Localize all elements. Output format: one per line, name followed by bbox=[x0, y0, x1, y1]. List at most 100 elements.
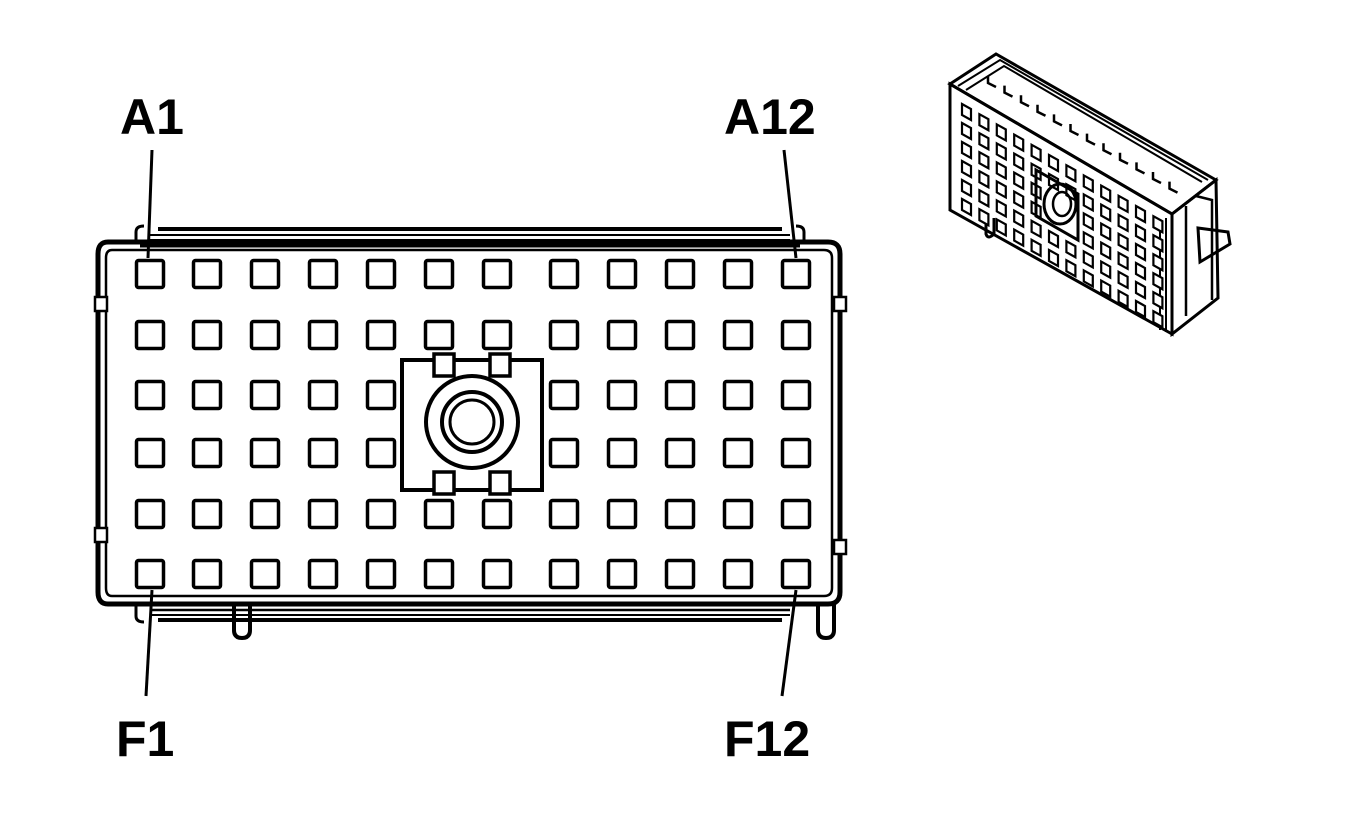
pin-cavity-c2 bbox=[191, 379, 223, 411]
pin-cavity-f5 bbox=[365, 558, 397, 590]
pin-cavity-d10 bbox=[664, 437, 696, 469]
pin-cavity-f1 bbox=[134, 558, 166, 590]
leader-a1 bbox=[146, 149, 154, 259]
pin-cavity-c5 bbox=[365, 379, 397, 411]
pin-cavity-b4 bbox=[307, 319, 339, 351]
iso-pin-b10 bbox=[1117, 212, 1129, 233]
pin-cavity-d5 bbox=[365, 437, 397, 469]
iso-pin-e8 bbox=[1082, 249, 1094, 270]
iso-pin-a6 bbox=[1047, 153, 1060, 173]
label-f1: F1 bbox=[116, 711, 174, 767]
iso-side-face bbox=[1170, 176, 1220, 338]
iso-pin-a5 bbox=[1030, 142, 1042, 163]
pin-cavity-e3 bbox=[249, 498, 281, 530]
iso-pin-c1 bbox=[960, 140, 973, 160]
pin-cavity-a8 bbox=[548, 258, 580, 290]
iso-pin-b9 bbox=[1100, 202, 1112, 223]
iso-pin-c11 bbox=[1134, 242, 1147, 262]
iso-pin-e3 bbox=[995, 198, 1007, 219]
iso-pin-grid bbox=[960, 102, 1164, 330]
center-key bbox=[400, 352, 544, 496]
pin-cavity-f10 bbox=[664, 558, 696, 590]
iso-pin-f9 bbox=[1100, 278, 1112, 299]
iso-tooth bbox=[1019, 95, 1030, 108]
connector-front-view: A1 A12 F1 F12 bbox=[93, 89, 848, 767]
iso-pin-e11 bbox=[1134, 280, 1147, 300]
pin-cavity-b9 bbox=[606, 319, 638, 351]
pin-cavity-b6 bbox=[423, 319, 455, 351]
iso-pin-e5 bbox=[1030, 218, 1042, 239]
pin-cavity-a1 bbox=[134, 258, 166, 290]
pin-cavity-c10 bbox=[664, 379, 696, 411]
pin-cavity-a3 bbox=[249, 258, 281, 290]
iso-pin-f10 bbox=[1117, 288, 1129, 309]
pin-cavity-f11 bbox=[722, 558, 754, 590]
iso-pin-d11 bbox=[1134, 261, 1147, 281]
iso-pin-e9 bbox=[1100, 259, 1112, 280]
pin-cavity-e8 bbox=[548, 498, 580, 530]
pin-cavity-d1 bbox=[134, 437, 166, 469]
pin-cavity-e12 bbox=[780, 498, 812, 530]
iso-pin-a1 bbox=[960, 102, 973, 122]
pin-cavity-b2 bbox=[191, 319, 223, 351]
pin-cavity-e4 bbox=[307, 498, 339, 530]
iso-tooth bbox=[1168, 181, 1179, 194]
pin-cavity-b8 bbox=[548, 319, 580, 351]
iso-pin-d1 bbox=[960, 159, 973, 179]
pin-cavity-c9 bbox=[606, 379, 638, 411]
pin-cavity-b5 bbox=[365, 319, 397, 351]
pin-cavity-b11 bbox=[722, 319, 754, 351]
iso-pin-b4 bbox=[1013, 151, 1025, 172]
iso-pin-d4 bbox=[1013, 189, 1025, 210]
iso-pin-d10 bbox=[1117, 250, 1129, 271]
label-a12: A12 bbox=[724, 89, 816, 145]
iso-side-latch bbox=[1196, 226, 1232, 265]
bottom-tab-right bbox=[816, 604, 836, 641]
iso-pin-e10 bbox=[1117, 269, 1129, 290]
pin-cavity-a2 bbox=[191, 258, 223, 290]
leader-f12 bbox=[780, 589, 798, 697]
leader-lines bbox=[144, 149, 798, 697]
pin-cavity-f2 bbox=[191, 558, 223, 590]
iso-tooth bbox=[1135, 162, 1146, 175]
pin-cavity-b1 bbox=[134, 319, 166, 351]
pin-cavity-c1 bbox=[134, 379, 166, 411]
iso-tooth bbox=[1085, 133, 1096, 146]
pin-cavity-f7 bbox=[481, 558, 513, 590]
pin-cavity-c11 bbox=[722, 379, 754, 411]
iso-tooth bbox=[1118, 152, 1129, 165]
leader-f1 bbox=[144, 589, 154, 697]
pin-cavity-e1 bbox=[134, 498, 166, 530]
pin-cavity-d3 bbox=[249, 437, 281, 469]
iso-pin-a4 bbox=[1013, 132, 1025, 153]
iso-tooth bbox=[1069, 124, 1080, 137]
iso-pin-f11 bbox=[1134, 299, 1147, 319]
iso-pin-b2 bbox=[978, 131, 990, 152]
pin-cavity-a4 bbox=[307, 258, 339, 290]
pin-cavity-d2 bbox=[191, 437, 223, 469]
pin-cavity-c3 bbox=[249, 379, 281, 411]
side-latches bbox=[93, 295, 848, 556]
iso-pin-e7 bbox=[1065, 239, 1077, 260]
top-comb-teeth bbox=[986, 76, 1179, 194]
iso-pin-a12 bbox=[1152, 214, 1164, 235]
iso-tooth bbox=[1151, 172, 1162, 185]
iso-pin-c9 bbox=[1100, 221, 1112, 242]
pin-cavity-a11 bbox=[722, 258, 754, 290]
iso-pin-e12 bbox=[1152, 290, 1164, 311]
iso-pin-f4 bbox=[1013, 227, 1025, 248]
pin-cavity-b7 bbox=[481, 319, 513, 351]
iso-pin-c4 bbox=[1013, 170, 1025, 191]
iso-pin-b3 bbox=[995, 141, 1007, 162]
iso-pin-e2 bbox=[978, 188, 990, 209]
iso-pin-f1 bbox=[960, 197, 973, 217]
iso-pin-c3 bbox=[995, 160, 1007, 181]
pin-cavity-f3 bbox=[249, 558, 281, 590]
pin-cavity-e5 bbox=[365, 498, 397, 530]
label-a1: A1 bbox=[120, 89, 184, 145]
pin-cavity-d9 bbox=[606, 437, 638, 469]
iso-pin-f8 bbox=[1082, 268, 1094, 289]
iso-pin-a8 bbox=[1082, 173, 1094, 194]
iso-pin-d3 bbox=[995, 179, 1007, 200]
pin-cavity-f12 bbox=[780, 558, 812, 590]
